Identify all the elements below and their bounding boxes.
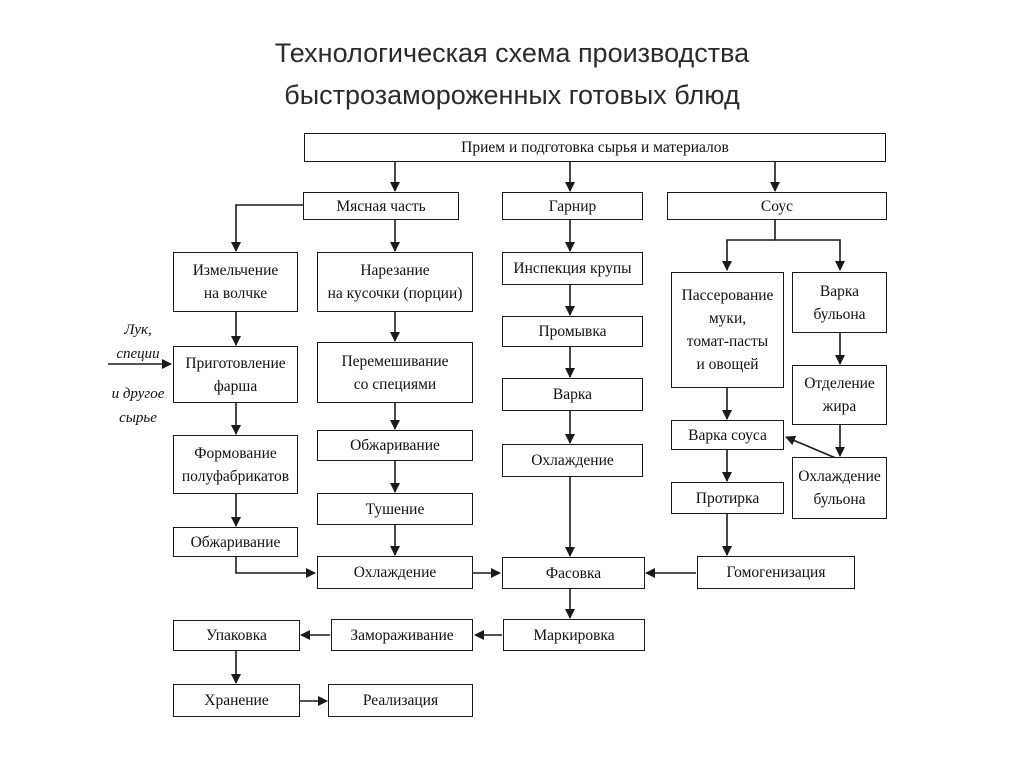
- node-otdelenie: Отделение жира: [792, 365, 887, 425]
- arrow-sous-varka-bulona: [775, 239, 845, 271]
- node-sous: Соус: [667, 192, 887, 220]
- node-hranenie: Хранение: [173, 684, 300, 717]
- node-priem: Прием и подготовка сырья и материалов: [304, 133, 886, 162]
- node-formovanie: Формование полуфабрикатов: [173, 435, 298, 494]
- node-obzharivanie-left: Обжаривание: [173, 527, 298, 557]
- side-note-line-2: специи: [116, 346, 160, 362]
- arrow-ohlazhdenie-bulona-varka-sousa: [785, 435, 839, 460]
- side-note-line-4: сырье: [119, 410, 157, 426]
- node-myasnaya: Мясная часть: [303, 192, 459, 220]
- node-ohlazhdenie-garnir: Охлаждение: [502, 444, 643, 477]
- arrow-myasnaya-izmelchenie: [231, 204, 303, 252]
- node-prigotovlenie: Приготовление фарша: [173, 346, 298, 403]
- title-line-1: Технологическая схема производства: [274, 38, 750, 68]
- node-varka-bulona: Варка бульона: [792, 272, 887, 333]
- title-line-2: быстрозамороженных готовых блюд: [284, 80, 740, 110]
- node-markirovka: Маркировка: [503, 619, 645, 651]
- arrow-sous-passerovanie: [722, 220, 776, 271]
- side-note-line-3: и другое: [111, 386, 165, 402]
- node-varka: Варка: [502, 378, 643, 411]
- node-varka-sousa: Варка соуса: [671, 420, 784, 450]
- node-ohlazhdenie-main: Охлаждение: [317, 556, 473, 589]
- node-upakovka: Упаковка: [173, 620, 300, 651]
- node-ohlazhdenie-bulona: Охлаждение бульона: [792, 457, 887, 519]
- node-obzharivanie-mid: Обжаривание: [317, 430, 473, 461]
- side-note-bottom: и другое сырье: [100, 382, 176, 430]
- node-passerovanie: Пассерование муки, томат-пасты и овощей: [671, 272, 784, 388]
- node-peremeshivanie: Перемешивание со специями: [317, 342, 473, 403]
- node-zamorazhivanie: Замораживание: [331, 619, 473, 651]
- node-promyvka: Промывка: [502, 316, 643, 347]
- node-gomogenizaciya: Гомогенизация: [697, 556, 855, 589]
- node-tushenie: Тушение: [317, 493, 473, 525]
- node-protirka: Протирка: [671, 482, 784, 514]
- diagram-title: Технологическая схема производства быстр…: [0, 32, 1024, 116]
- node-narezanie: Нарезание на кусочки (порции): [317, 252, 473, 312]
- node-inspekciya: Инспекция крупы: [502, 252, 643, 285]
- node-fasovka: Фасовка: [502, 557, 645, 589]
- side-note-line-1: Лук,: [124, 322, 152, 338]
- node-izmelchenie: Измельчение на волчке: [173, 252, 298, 312]
- arrow-obzharivanie-ohlazhdenie: [235, 557, 316, 578]
- side-note-top: Лук, специи: [100, 318, 176, 366]
- node-garnir: Гарнир: [502, 192, 643, 220]
- node-realizaciya: Реализация: [328, 684, 473, 717]
